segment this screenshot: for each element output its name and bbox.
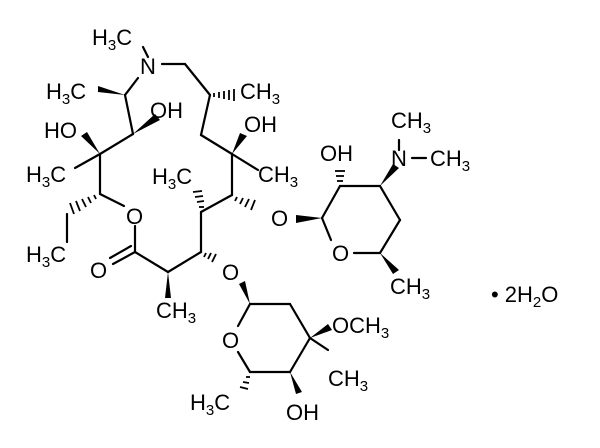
- label-cladinose-oh: OH: [286, 400, 319, 425]
- label-h3c-left-mid: H3C: [26, 162, 66, 191]
- stereo-bonds-macrolide: [69, 86, 256, 298]
- label-oh-upper-mid: OH: [150, 98, 183, 123]
- label-desosamine-nme-right: CH3: [430, 146, 470, 175]
- label-cladinose-ring-o: O: [222, 328, 239, 353]
- desosamine-ring-bonds: [296, 138, 428, 274]
- label-ring-o-lactone: O: [126, 204, 143, 229]
- label-n-methyl-top: H3C: [92, 25, 132, 54]
- label-desosamine-ring-o: O: [332, 241, 349, 266]
- label-cladinose-ch3: CH3: [328, 366, 368, 395]
- label-ho-left: HO: [44, 118, 77, 143]
- cladinose-ring-bonds: [236, 281, 332, 394]
- label-desosamine-nme-top: CH3: [391, 108, 431, 137]
- label-oh-right-ring: OH: [244, 112, 277, 137]
- label-o-glycoside-cladinose: O: [222, 260, 239, 285]
- label-desosamine-n: N: [391, 146, 407, 171]
- label-cladinose-och3: OCH3: [332, 313, 389, 342]
- label-h3c-left-upper: H3C: [46, 79, 86, 108]
- label-ring-n: N: [140, 54, 156, 79]
- atom-labels: H3C N CH3 H3C OH HO OH H3C CH3 H3C O O H…: [26, 25, 470, 425]
- label-ring-methyl-right: CH3: [240, 79, 280, 108]
- label-desosamine-oh: OH: [320, 141, 353, 166]
- label-cladinose-h3c: H3C: [190, 390, 230, 419]
- label-o-glycoside-desosamine: O: [271, 206, 288, 231]
- hydrate-label: •2H2O: [491, 282, 558, 311]
- label-h3c-ethyl: H3C: [26, 242, 66, 271]
- label-h3c-center: H3C: [152, 164, 192, 193]
- label-desosamine-ch3: CH3: [390, 274, 430, 303]
- label-ch3-right-ring: CH3: [258, 162, 298, 191]
- macrolide-ring-bonds: [65, 45, 260, 274]
- label-carbonyl-o: O: [90, 258, 107, 283]
- label-ch3-alpha: CH3: [156, 298, 196, 327]
